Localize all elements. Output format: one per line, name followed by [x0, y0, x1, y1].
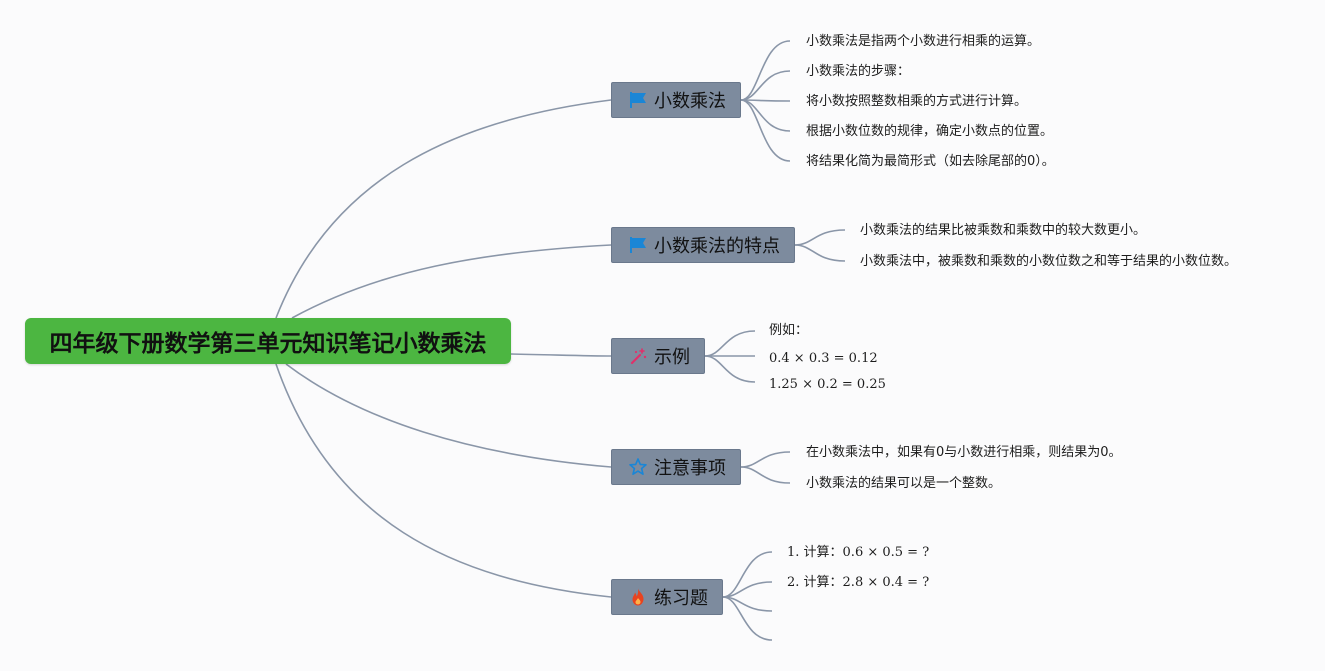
connector-branch-leaf	[722, 596, 773, 641]
flag-icon	[628, 235, 648, 255]
connector-branch-leaf	[740, 451, 791, 468]
leaf-text[interactable]: 小数乘法的结果比被乘数和乘数中的较大数更小。	[860, 223, 1147, 238]
fire-icon	[628, 587, 648, 607]
branch-characteristics[interactable]: 小数乘法的特点	[611, 227, 795, 263]
branch-decimal-multiplication[interactable]: 小数乘法	[611, 82, 741, 118]
connector-branch-leaf	[722, 551, 773, 598]
connector-branch-leaf	[740, 466, 791, 484]
connector-branch-leaf	[740, 40, 791, 101]
leaf-text[interactable]: 0.4 × 0.3 = 0.12	[769, 351, 878, 366]
connector-root-branch	[285, 363, 612, 468]
magic-wand-icon	[628, 346, 648, 366]
connector-root-branch	[275, 363, 612, 598]
leaf-text[interactable]: 小数乘法是指两个小数进行相乘的运算。	[806, 34, 1041, 49]
connector-root-branch	[291, 244, 612, 319]
connector-branch-leaf	[740, 99, 791, 102]
branch-label: 注意事项	[654, 458, 726, 479]
flag-icon	[628, 90, 648, 110]
leaf-text[interactable]: 1. 计算：0.6 × 0.5 = ?	[787, 545, 930, 560]
connector-branch-leaf	[704, 330, 756, 357]
leaf-text[interactable]: 小数乘法的步骤：	[806, 64, 911, 79]
star-icon	[628, 457, 648, 477]
leaf-text[interactable]: 根据小数位数的规律，确定小数点的位置。	[806, 124, 1054, 139]
root-topic[interactable]: 四年级下册数学第三单元知识笔记小数乘法	[25, 318, 511, 364]
branch-label: 练习题	[654, 588, 708, 609]
connector-branch-leaf	[740, 99, 791, 162]
leaf-text[interactable]: 例如：	[769, 323, 809, 338]
branch-label: 小数乘法的特点	[654, 236, 780, 257]
root-topic-label: 四年级下册数学第三单元知识笔记小数乘法	[49, 331, 487, 357]
connector-root-branch	[275, 99, 612, 319]
leaf-text[interactable]: 在小数乘法中，如果有0与小数进行相乘，则结果为0。	[806, 445, 1122, 460]
branch-notes[interactable]: 注意事项	[611, 449, 741, 485]
leaf-text[interactable]: 2. 计算：2.8 × 0.4 = ?	[787, 575, 930, 590]
branch-examples[interactable]: 示例	[611, 338, 705, 374]
branch-exercises[interactable]: 练习题	[611, 579, 723, 615]
connector-branch-leaf	[794, 229, 846, 246]
leaf-text[interactable]: 将小数按照整数相乘的方式进行计算。	[806, 94, 1028, 109]
leaf-text[interactable]: 小数乘法的结果可以是一个整数。	[806, 476, 1002, 491]
connector-root-branch	[510, 353, 612, 357]
branch-label: 示例	[654, 347, 690, 368]
connector-branch-leaf	[794, 244, 846, 262]
leaf-text[interactable]: 1.25 × 0.2 = 0.25	[769, 377, 886, 392]
leaf-text[interactable]: 将结果化简为最简形式（如去除尾部的0）。	[806, 154, 1055, 169]
leaf-text[interactable]: 小数乘法中，被乘数和乘数的小数位数之和等于结果的小数位数。	[860, 254, 1238, 269]
connector-branch-leaf	[740, 70, 791, 101]
branch-label: 小数乘法	[654, 91, 726, 112]
connector-branch-leaf	[704, 355, 756, 383]
